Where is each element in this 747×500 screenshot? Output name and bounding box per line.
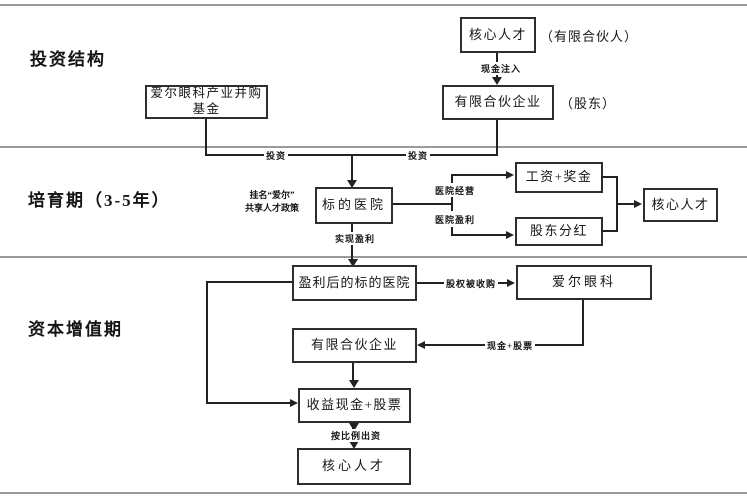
- edge-t-bar: [451, 197, 453, 211]
- node-core-talent-bottom: 核心人才: [297, 448, 411, 485]
- edge-hospital-out-line: [393, 203, 452, 205]
- edge-operation-corner-h: [451, 174, 507, 176]
- node-profitable-target-hospital: 盈利后的标的医院: [292, 265, 417, 301]
- arrowhead-right-icon: [634, 200, 642, 208]
- edge-aier-down-line: [582, 300, 584, 346]
- edge-bypass-bottom-line: [206, 402, 291, 404]
- arrowhead-right-icon: [506, 231, 514, 239]
- node-salary-bonus: 工资+奖金: [515, 162, 603, 193]
- edge-profit-corner-h: [451, 234, 507, 236]
- arrowhead-down-icon: [349, 380, 359, 388]
- node-aier-eye: 爱尔眼科: [516, 265, 652, 300]
- edge-label-equity-acquired: 股权被收购: [444, 277, 499, 290]
- edge-profit-corner-v: [451, 227, 453, 236]
- arrowhead-down-icon: [349, 423, 359, 431]
- node-core-talent-mid: 核心人才: [643, 188, 718, 222]
- section-label-capital-appreciation: 资本增值期: [28, 320, 123, 339]
- arrowhead-right-icon: [290, 399, 298, 407]
- edge-invest-down-line: [351, 154, 353, 181]
- node-limited-partnership-bottom: 有限合伙企业: [292, 328, 417, 363]
- section-divider-1: [0, 146, 747, 148]
- edge-label-invest-left: 投资: [264, 149, 289, 162]
- edge-label-invest-right: 投资: [406, 149, 431, 162]
- annotation-shareholder: （股东）: [560, 96, 617, 111]
- node-fund: 爱尔眼科产业并购 基金: [145, 85, 268, 119]
- edge-merge-out-line: [616, 203, 636, 205]
- node-fund-line1: 爱尔眼科产业并购: [150, 86, 263, 101]
- arrowhead-down-icon: [347, 180, 357, 188]
- edge-label-realize-profit: 实现盈利: [333, 232, 378, 245]
- note-line1: 挂名“爱尔”: [249, 190, 295, 200]
- node-shareholder-dividend: 股东分红: [515, 217, 603, 246]
- section-divider-2: [0, 256, 747, 258]
- arrowhead-right-icon: [507, 279, 515, 287]
- annotation-limited-partner: （有限合伙人）: [540, 28, 639, 44]
- node-fund-line2: 基金: [192, 102, 221, 116]
- edge-lp-to-revenue-line: [352, 363, 354, 382]
- edge-bypass-vertical-line: [206, 281, 208, 404]
- edge-dividend-out-line: [602, 230, 618, 232]
- arrowhead-down-icon: [492, 77, 502, 85]
- note-line2: 共享人才政策: [244, 202, 299, 213]
- node-revenue-cash-stock: 收益现金+股票: [298, 388, 411, 423]
- arrowhead-left-icon: [417, 341, 425, 349]
- edge-salary-out-line: [602, 176, 618, 178]
- top-border-line: [0, 4, 747, 6]
- edge-fund-down-line: [205, 119, 207, 156]
- arrowhead-down-icon: [349, 441, 359, 449]
- section-label-incubation-period: 培育期（3-5年）: [28, 191, 171, 210]
- bottom-border-line: [0, 492, 747, 494]
- node-core-talent-top: 核心人才: [460, 17, 536, 53]
- edge-bypass-top-line: [207, 281, 292, 283]
- edge-label-hospital-profit: 医院盈利: [433, 213, 478, 226]
- edge-label-hospital-operation: 医院经营: [433, 184, 478, 197]
- edge-label-cash-injection: 现金注入: [479, 62, 524, 75]
- note-aier-branding: 挂名“爱尔” 共享人才政策: [232, 189, 312, 214]
- node-limited-partnership-top: 有限合伙企业: [442, 85, 554, 120]
- edge-operation-corner-v: [451, 174, 453, 183]
- arrowhead-down-icon: [348, 259, 358, 267]
- edge-label-proportional-contribution: 按比例出资: [329, 429, 384, 442]
- arrowhead-right-icon: [506, 171, 514, 179]
- edge-lp-down-line: [496, 120, 498, 156]
- edge-label-cash-plus-stock: 现金+股票: [485, 339, 536, 352]
- node-target-hospital: 标的医院: [315, 187, 393, 224]
- section-label-investment-structure: 投资结构: [30, 50, 106, 69]
